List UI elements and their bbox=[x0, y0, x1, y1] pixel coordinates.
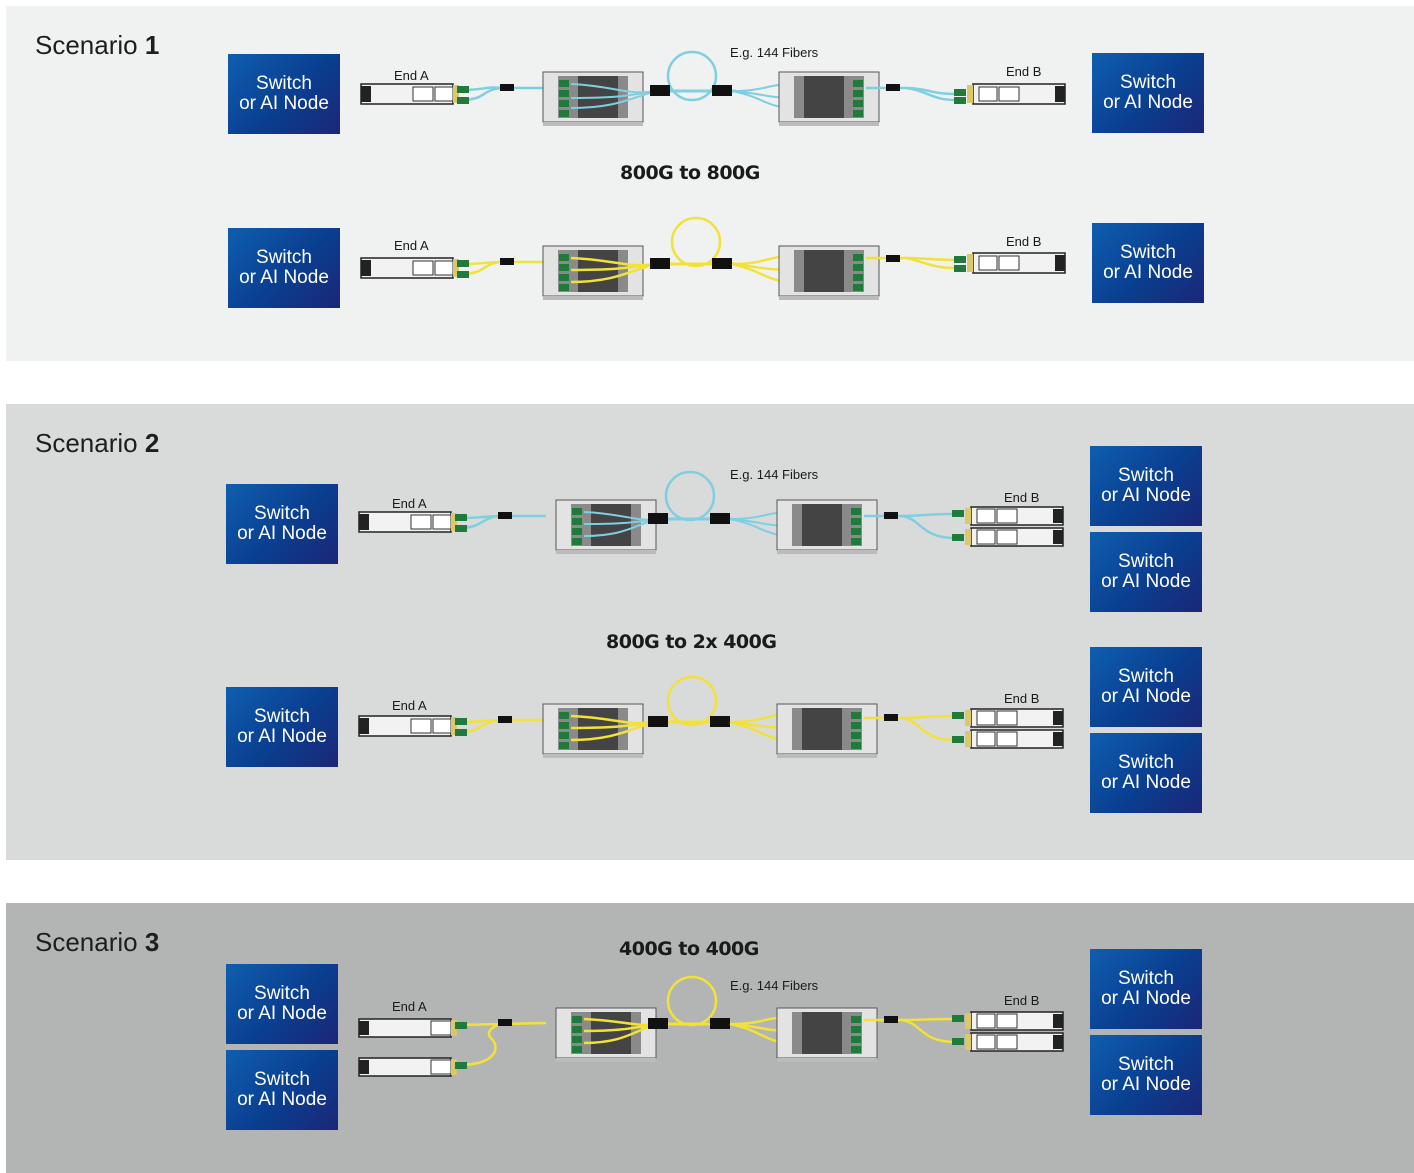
end-a-label: End A bbox=[392, 496, 427, 511]
trunk-connector-icon bbox=[650, 85, 670, 96]
patch-panel-b-icon bbox=[776, 703, 878, 758]
scenario-1-mode-label: 800G to 800G bbox=[620, 162, 760, 184]
end-b-label: End B bbox=[1006, 234, 1041, 249]
fiber-count-note: E.g. 144 Fibers bbox=[730, 978, 819, 993]
transceiver-a1-icon bbox=[358, 1018, 457, 1038]
patch-panel-a-icon bbox=[555, 1007, 657, 1062]
patch-panel-b-icon bbox=[776, 499, 878, 554]
patch-panel-b-icon bbox=[778, 245, 880, 300]
fiber-count-note: E.g. 144 Fibers bbox=[730, 45, 819, 60]
scenario-3-mode-label: 400G to 400G bbox=[619, 938, 759, 960]
transceiver-a-icon bbox=[360, 83, 459, 105]
transceiver-b-icon bbox=[967, 252, 1066, 274]
end-b-label: End B bbox=[1004, 691, 1039, 706]
transceiver-b-icon bbox=[967, 83, 1066, 105]
transceiver-a-icon bbox=[358, 715, 457, 737]
patch-panel-a-icon bbox=[555, 499, 657, 554]
end-a-label: End A bbox=[392, 999, 427, 1014]
scenario-3-title: Scenario 3 bbox=[35, 927, 160, 957]
transceiver-b1-icon bbox=[965, 1011, 1064, 1031]
trunk-connector-icon bbox=[712, 85, 732, 96]
fiber-loop bbox=[666, 50, 718, 102]
fiber-count-note: E.g. 144 Fibers bbox=[730, 467, 819, 482]
scenario-1-title: Scenario 1 bbox=[35, 30, 160, 60]
transceiver-b1-icon bbox=[965, 506, 1064, 526]
scenario-2-link-diagram: End A End B E.g. 144 Fibers bbox=[358, 467, 1064, 758]
scenario-2-mode-label: 800G to 2x 400G bbox=[606, 631, 777, 653]
transceiver-a-icon bbox=[358, 511, 457, 533]
transceiver-b2-icon bbox=[965, 527, 1064, 547]
connector-icon bbox=[457, 86, 469, 93]
patch-panel-b-icon bbox=[778, 71, 880, 126]
scenario-3-link-diagram: End A End B E.g. 144 Fibers bbox=[358, 975, 1064, 1077]
scenario-1-link-diagram: End A End B E.g. 144 Fibers bbox=[360, 45, 1066, 300]
transceiver-a-icon bbox=[360, 257, 459, 279]
patch-panel-b-icon bbox=[776, 1007, 878, 1062]
transceiver-b2-icon bbox=[965, 729, 1064, 749]
transceiver-a2-icon bbox=[358, 1057, 457, 1077]
end-a-label: End A bbox=[392, 698, 427, 713]
end-a-label: End A bbox=[394, 238, 429, 253]
transceiver-b2-icon bbox=[965, 1032, 1064, 1052]
end-b-label: End B bbox=[1004, 490, 1039, 505]
end-a-label: End A bbox=[394, 68, 429, 83]
connector-icon bbox=[500, 84, 514, 91]
transceiver-b1-icon bbox=[965, 708, 1064, 728]
scenario-2-title: Scenario 2 bbox=[35, 428, 160, 458]
end-b-label: End B bbox=[1004, 993, 1039, 1008]
end-b-label: End B bbox=[1006, 64, 1041, 79]
